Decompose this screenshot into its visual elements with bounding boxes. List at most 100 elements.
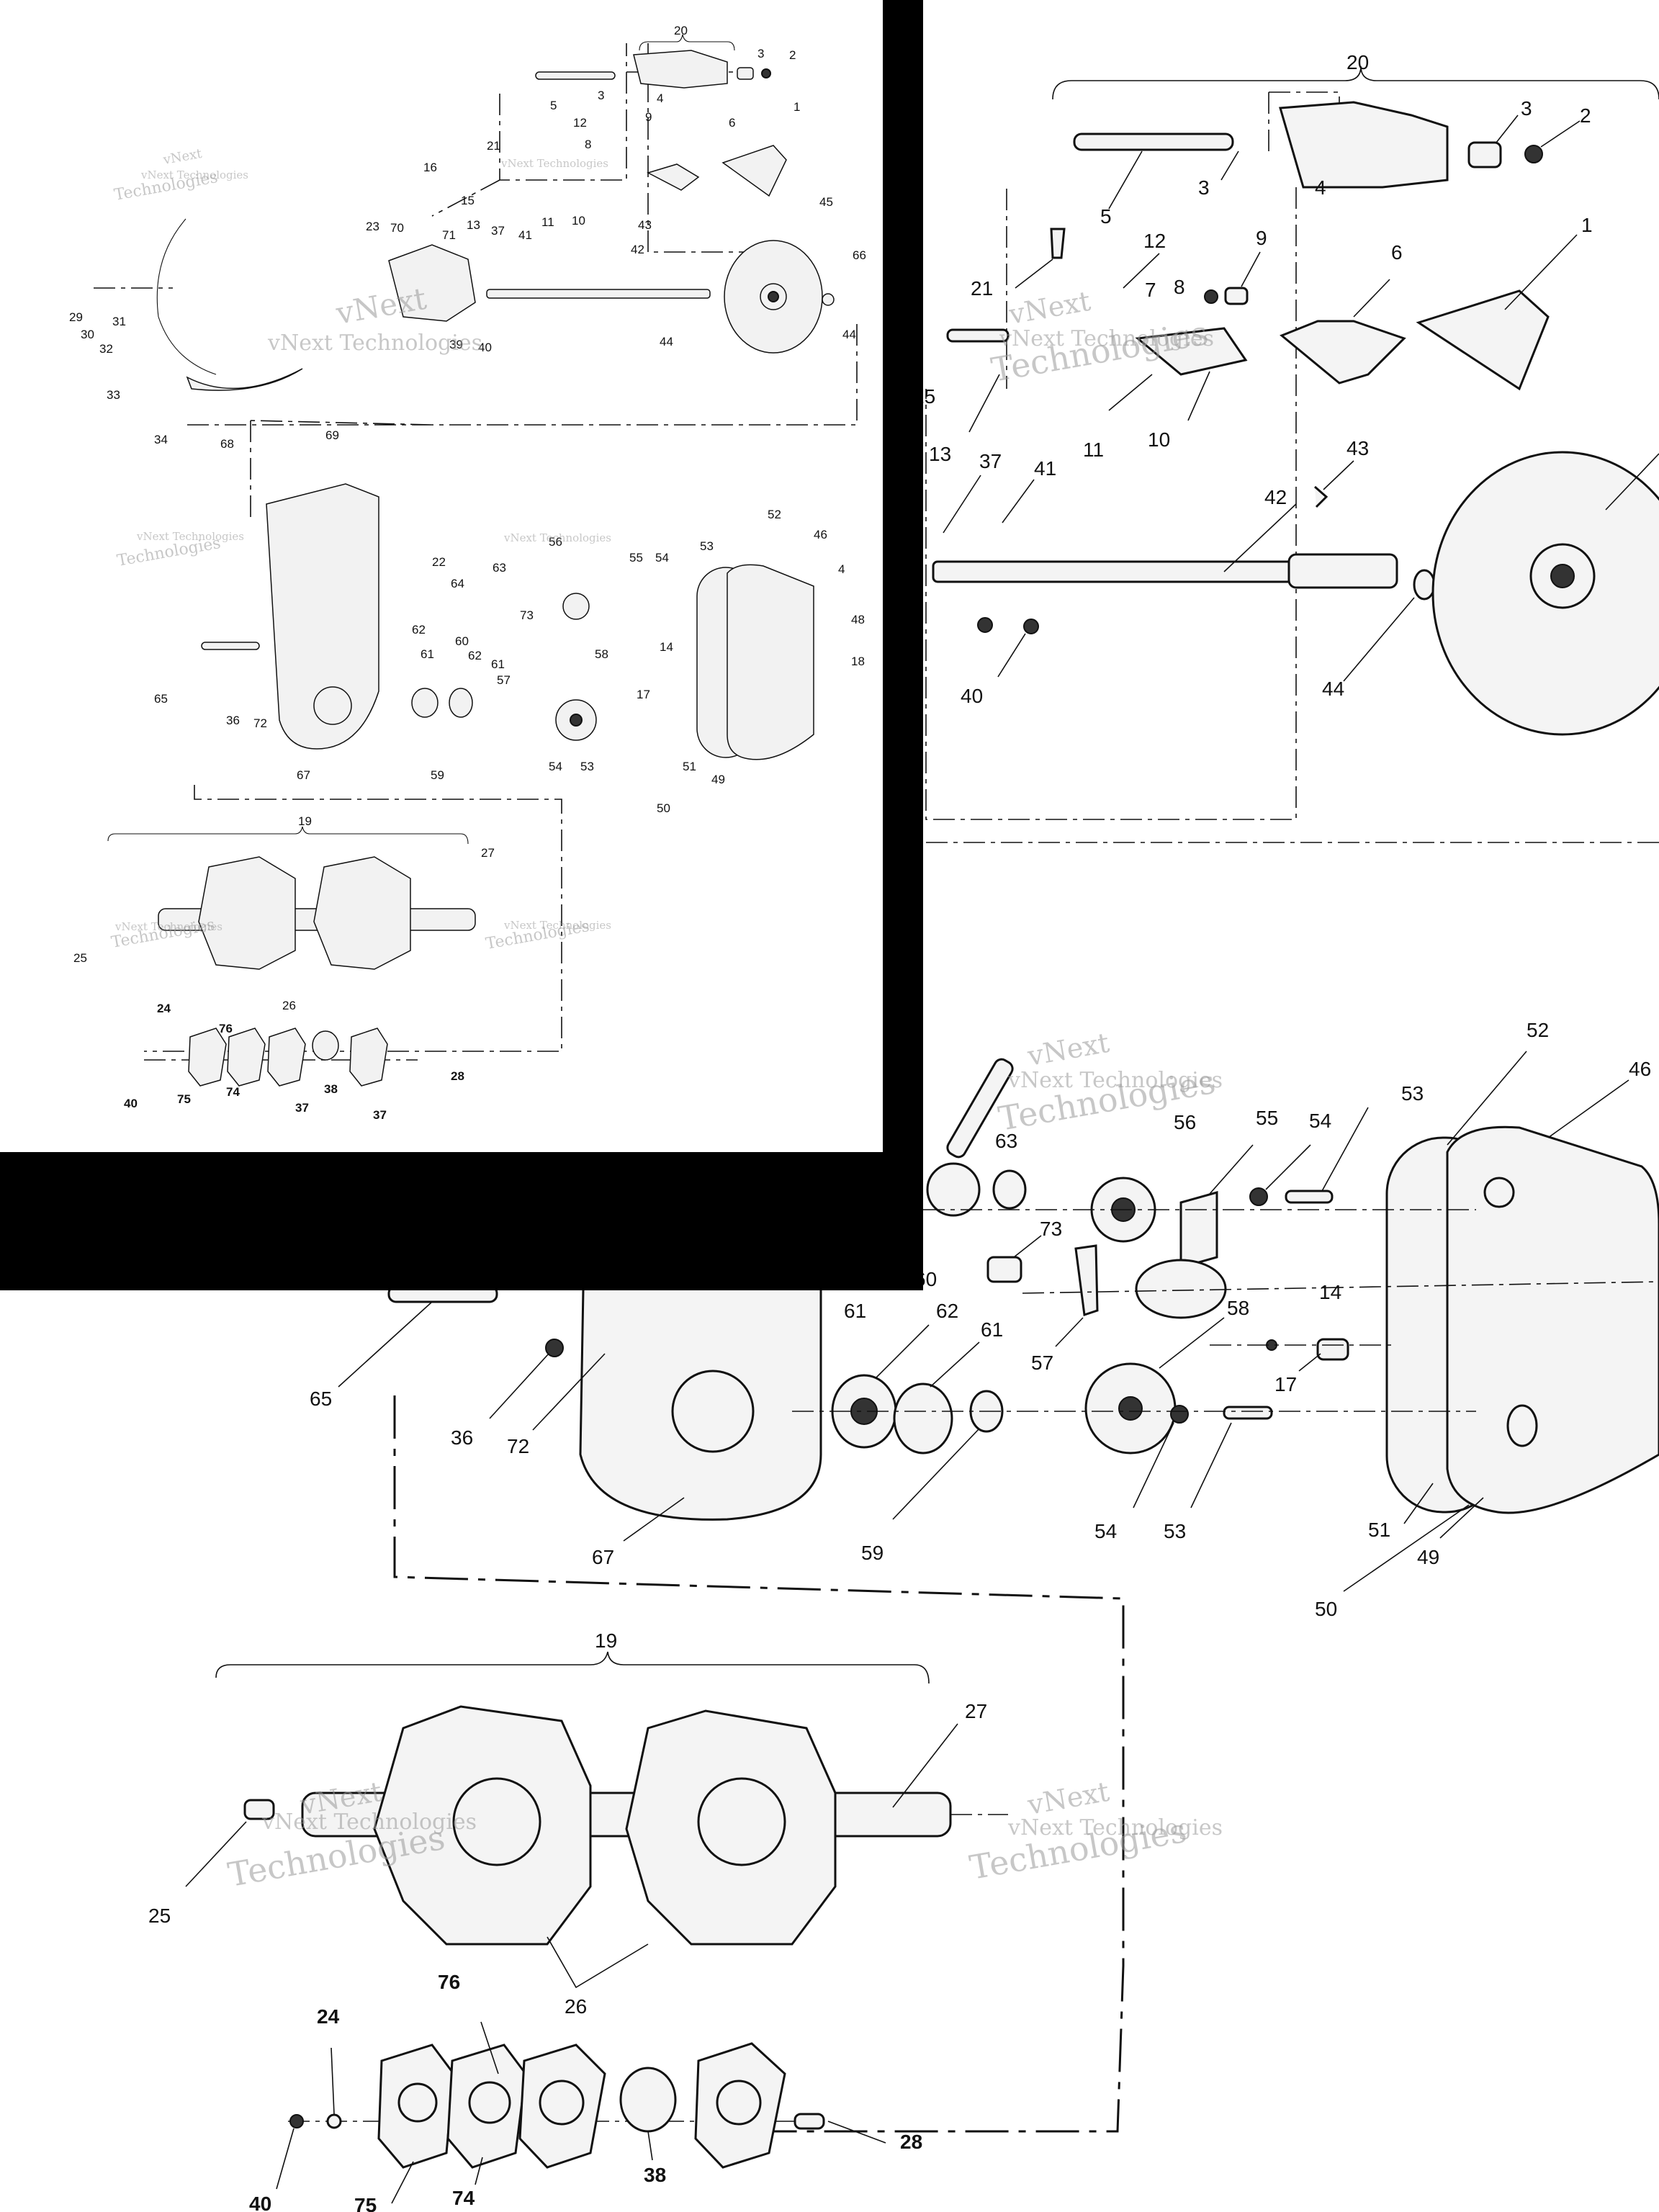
inset-callout-72: 72 <box>253 716 267 730</box>
main-callout-56: 56 <box>1174 1111 1196 1133</box>
main-callout-25: 25 <box>148 1905 171 1927</box>
main-flange-75-hole <box>397 2082 438 2123</box>
inset-callout-20: 20 <box>674 24 688 37</box>
inset-bearing-38 <box>312 1030 339 1061</box>
main-callout-14: 14 <box>1319 1281 1341 1303</box>
main-callout-40: 40 <box>961 685 983 707</box>
inset-bolt-65 <box>201 642 260 650</box>
main-callout-58: 58 <box>1227 1297 1249 1319</box>
inset-callout-58: 58 <box>595 647 608 661</box>
inset-callout-24: 24 <box>157 1002 171 1015</box>
inset-flange-75 <box>188 1028 227 1087</box>
main-bolt-8 <box>1204 289 1218 304</box>
main-nut-40b <box>289 2114 304 2128</box>
inset-callout-15: 15 <box>461 194 475 207</box>
main-callout-9: 9 <box>1256 227 1267 249</box>
inset-callout-17: 17 <box>637 688 650 701</box>
watermark-inset-2-name: vNext Technologies <box>500 157 608 170</box>
inset-callout-31: 31 <box>112 315 126 328</box>
watermark-main-3-name: vNext Technologies <box>261 1809 477 1835</box>
inset-callout-1: 1 <box>793 100 800 114</box>
main-axis-lines <box>792 1209 1659 1412</box>
inset-case-bore <box>313 686 352 725</box>
inset-callout-37b: 37 <box>295 1101 309 1115</box>
main-cover-hole <box>1483 1177 1515 1208</box>
main-callout-36: 36 <box>451 1426 473 1449</box>
inset-callout-59: 59 <box>431 768 444 782</box>
inset-callout-53a: 53 <box>700 539 714 553</box>
inset-callout-34: 34 <box>154 433 168 446</box>
main-callout-2: 2 <box>1580 104 1591 127</box>
inset-bracket-19 <box>107 826 469 845</box>
inset-strip-34 <box>186 368 303 391</box>
main-callout-72: 72 <box>507 1435 529 1457</box>
inset-shaft-42 <box>486 289 711 299</box>
inset-callout-42: 42 <box>631 243 644 256</box>
inset-callout-56: 56 <box>549 535 562 549</box>
inset-callout-57: 57 <box>497 673 511 687</box>
inset-callout-63: 63 <box>493 561 506 575</box>
inset-callout-28: 28 <box>451 1069 464 1083</box>
main-stud-21 <box>1050 228 1066 259</box>
inset-callout-18: 18 <box>851 655 865 668</box>
inset-callout-54a: 54 <box>655 551 669 565</box>
inset-callout-52: 52 <box>768 508 781 521</box>
main-callout-53a: 53 <box>1401 1082 1424 1105</box>
inset-callout-40b: 40 <box>124 1097 138 1110</box>
inset-callout-22: 22 <box>432 555 446 569</box>
inset-callout-66: 66 <box>853 248 866 262</box>
main-callout-55: 55 <box>1256 1107 1278 1129</box>
main-plug-17 <box>1316 1338 1349 1361</box>
inset-callout-14: 14 <box>660 640 673 654</box>
inset-callout-68: 68 <box>220 437 234 451</box>
main-callout-27: 27 <box>965 1700 987 1722</box>
inset-callout-67: 67 <box>297 768 310 782</box>
main-callout-43: 43 <box>1346 437 1369 459</box>
main-callout-7: 7 <box>1145 279 1156 301</box>
main-nut-40 <box>1023 619 1039 634</box>
main-lever-11 <box>1135 327 1248 376</box>
inset-callout-75: 75 <box>177 1092 191 1106</box>
inset-callout-33: 33 <box>107 388 120 402</box>
main-lower-frame <box>393 1395 1125 2133</box>
main-callout-12: 12 <box>1143 230 1166 252</box>
inset-callout-62a: 62 <box>412 623 426 637</box>
inset-callout-45: 45 <box>819 195 833 209</box>
inset-sprocket-56 <box>562 593 590 620</box>
main-chain-57 <box>1074 1244 1099 1316</box>
inset-flange-74 <box>227 1028 266 1087</box>
inset-callout-39: 39 <box>449 338 463 351</box>
watermark-main-1: vNext <box>1006 285 1093 331</box>
main-callout-44: 44 <box>1322 678 1344 700</box>
inset-callout-30: 30 <box>81 328 94 341</box>
main-sprocket-left-hub <box>452 1777 541 1866</box>
watermark-main-1-name: vNext Technologies <box>999 326 1214 351</box>
inset-callout-76: 76 <box>219 1022 233 1035</box>
inset-callout-19: 19 <box>298 814 312 828</box>
main-plug-60 <box>986 1256 1022 1283</box>
inset-callout-29: 29 <box>69 310 83 324</box>
watermark-inset-1-name: vNext Technologies <box>140 168 248 181</box>
main-callout-28: 28 <box>900 2131 922 2153</box>
main-callout-73: 73 <box>1040 1218 1062 1240</box>
inset-bearing-62 <box>411 688 439 718</box>
main-callout-17: 17 <box>1274 1373 1297 1395</box>
inset-callout-40: 40 <box>478 341 492 354</box>
main-callout-54a: 54 <box>1309 1110 1331 1132</box>
inset-callout-65: 65 <box>154 692 168 706</box>
inset-callout-51: 51 <box>683 760 696 773</box>
inset-callout-61a: 61 <box>421 647 434 661</box>
inset-callout-44a: 44 <box>660 335 673 349</box>
main-callout-3a: 3 <box>1521 97 1532 120</box>
main-callout-59: 59 <box>861 1542 884 1564</box>
main-nut-2 <box>1524 145 1543 163</box>
main-callout-40b: 40 <box>249 2193 271 2212</box>
main-callout-10: 10 <box>1148 428 1170 451</box>
main-callout-50: 50 <box>1315 1598 1337 1620</box>
inset-pin-5 <box>535 71 616 80</box>
inset-bracket-4 <box>633 50 728 89</box>
main-callout-53b: 53 <box>1164 1520 1186 1542</box>
main-callout-5: 5 <box>1100 205 1112 228</box>
inset-callout-38: 38 <box>324 1082 338 1096</box>
